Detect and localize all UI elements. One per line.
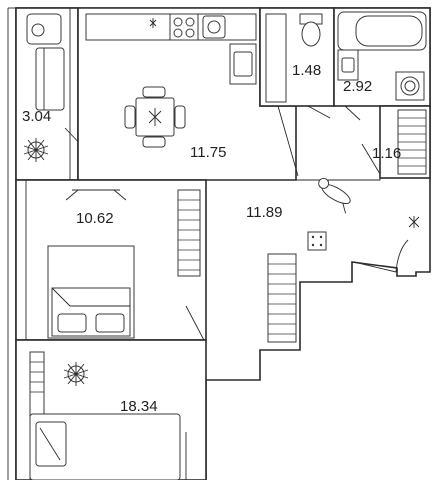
sink-icon bbox=[202, 15, 226, 39]
closet bbox=[361, 105, 431, 179]
washing-machine-icon bbox=[395, 71, 425, 101]
stove-icon bbox=[169, 13, 199, 41]
bedroom-area-label: 10.62 bbox=[76, 210, 114, 227]
dog-icon bbox=[318, 177, 351, 214]
wardrobe-icon bbox=[267, 253, 297, 343]
sofa-icon bbox=[35, 47, 65, 111]
closet-area-label: 1.16 bbox=[372, 145, 402, 162]
plant-icon bbox=[408, 216, 420, 228]
toilet-icon bbox=[299, 13, 323, 47]
bedroom bbox=[15, 179, 207, 345]
bathroom bbox=[333, 7, 431, 121]
hall bbox=[206, 177, 420, 343]
electrical-panel-icon bbox=[307, 231, 327, 251]
plant-icon bbox=[23, 138, 49, 162]
wc bbox=[259, 7, 335, 119]
balcony bbox=[15, 7, 87, 181]
hall-area-label: 11.89 bbox=[246, 204, 283, 221]
bed-icon bbox=[47, 245, 135, 339]
wc-area-label: 1.48 bbox=[292, 62, 322, 79]
kitchen-area-label: 11.75 bbox=[190, 144, 227, 161]
wardrobe-icon bbox=[177, 189, 201, 277]
plant-icon bbox=[63, 362, 89, 386]
bathtub-icon bbox=[337, 11, 427, 51]
dining-table-icon bbox=[124, 86, 186, 148]
balcony-area-label: 3.04 bbox=[22, 108, 52, 125]
sofa-icon bbox=[29, 413, 181, 480]
living-room-area-label: 18.34 bbox=[120, 398, 158, 415]
living-room bbox=[15, 339, 207, 480]
bathroom-area-label: 2.92 bbox=[343, 78, 373, 95]
